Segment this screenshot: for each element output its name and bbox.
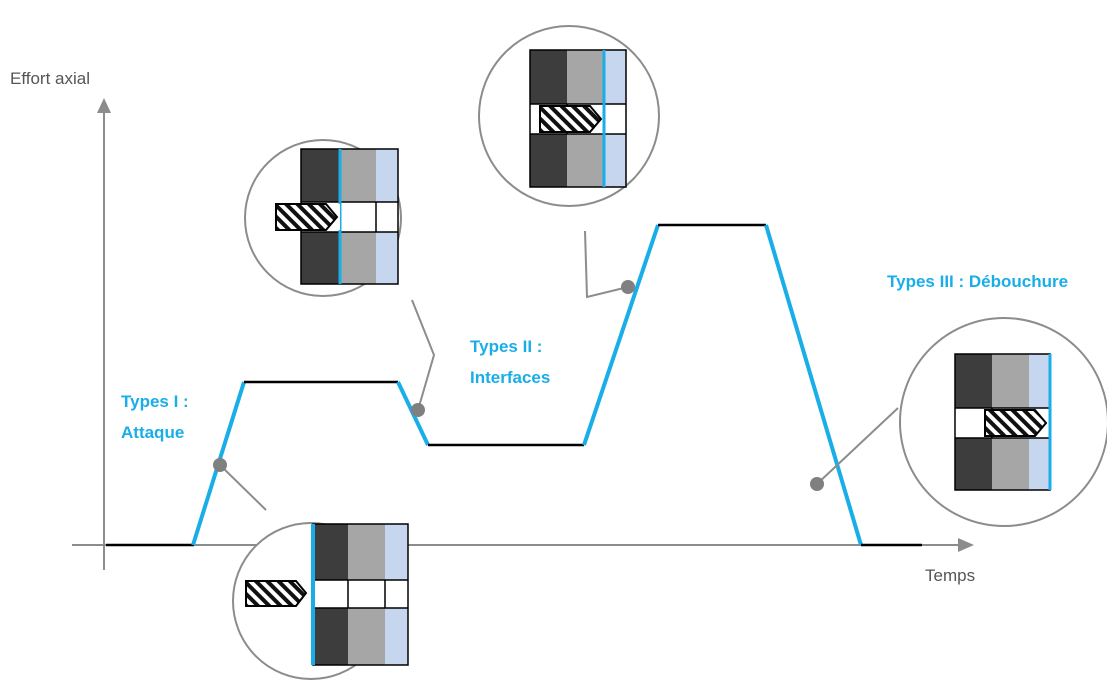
- connector-attack: [219, 464, 267, 511]
- callout-interface-2: [478, 25, 660, 207]
- callout-interface-1: [244, 139, 402, 297]
- y-axis-arrow-icon: [97, 98, 111, 113]
- connector-interface-2: [584, 230, 629, 299]
- marker-attack: [213, 458, 227, 472]
- type2-label-line1: Types II :: [470, 337, 542, 356]
- drill-bit-icon: [539, 105, 603, 133]
- axes: Effort axial Temps: [10, 69, 975, 585]
- drill-bit-icon: [275, 203, 339, 231]
- drill-bit-icon: [245, 580, 308, 607]
- callout-attack: [232, 522, 409, 680]
- force-curve: [106, 223, 922, 547]
- connectors: [219, 230, 899, 511]
- material-stack-icon: [311, 523, 409, 666]
- callout-breakthrough: [899, 317, 1107, 527]
- y-axis-label: Effort axial: [10, 69, 90, 88]
- drill-bit-icon: [984, 409, 1048, 437]
- connector-interface-1: [411, 299, 436, 411]
- type1-label-line2: Attaque: [121, 423, 184, 442]
- x-axis-arrow-icon: [958, 538, 974, 552]
- type3-label: Types III : Débouchure: [887, 272, 1068, 291]
- curve-interface-rise: [582, 224, 660, 446]
- markers: [213, 280, 824, 491]
- connector-breakthrough: [816, 407, 899, 485]
- x-axis-label: Temps: [925, 566, 975, 585]
- type-annotations: Types I : Attaque Types II : Interfaces …: [121, 272, 1068, 442]
- type2-label-line2: Interfaces: [470, 368, 550, 387]
- type1-label-line1: Types I :: [121, 392, 189, 411]
- curve-breakthrough-drop: [764, 224, 863, 546]
- marker-interface-1: [411, 403, 425, 417]
- marker-breakthrough: [810, 477, 824, 491]
- marker-interface-2: [621, 280, 635, 294]
